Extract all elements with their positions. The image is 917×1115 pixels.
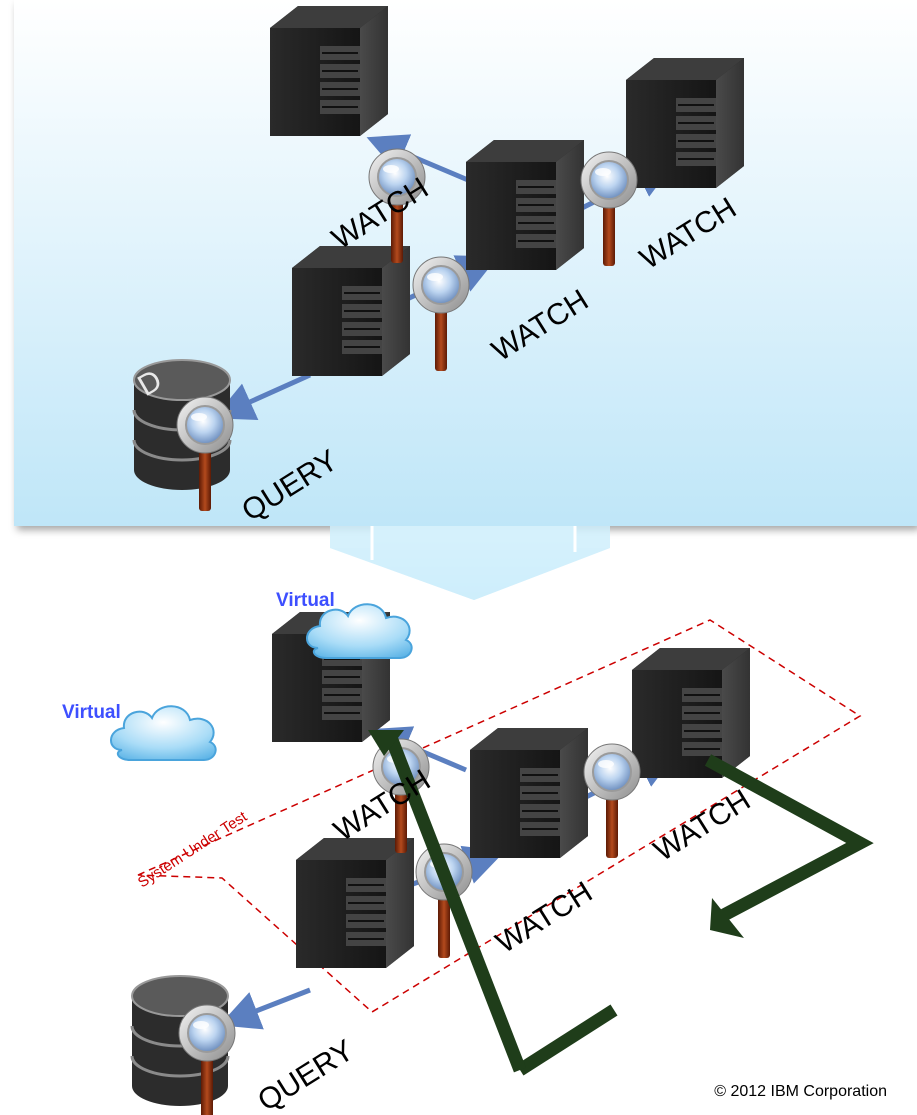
top-panel: D WATCH WATCH WATCH QUERY <box>14 0 917 528</box>
green-arrow <box>385 737 527 1073</box>
server-icon <box>291 245 411 377</box>
green-arrow-head <box>710 898 744 938</box>
system-under-test-boundary <box>137 619 862 1013</box>
bottom-panel: Virtual Virtual System Under Test WATCH … <box>62 590 874 1115</box>
watch-label: WATCH <box>490 875 598 959</box>
green-arrow <box>704 754 874 921</box>
cloud-icon <box>109 705 217 761</box>
green-arrow <box>516 1004 618 1076</box>
system-under-test-label: System Under Test <box>135 808 251 892</box>
server-icon <box>295 837 415 969</box>
watch-label: WATCH <box>648 783 756 867</box>
virtual-label-db: Virtual <box>62 702 121 723</box>
virtual-label-server: Virtual <box>276 590 335 611</box>
transition-arrow-body <box>330 526 610 600</box>
server-icon <box>469 727 589 859</box>
green-arrow-head <box>368 730 404 756</box>
copyright: © 2012 IBM Corporation <box>714 1083 887 1100</box>
server-icon <box>465 139 585 271</box>
server-icon <box>625 57 745 189</box>
query-arrow <box>213 372 312 421</box>
query-arrow <box>219 987 311 1030</box>
query-label: QUERY <box>252 1034 360 1115</box>
magnifier-icon <box>583 743 641 859</box>
server-icon <box>631 647 751 779</box>
server-icon <box>269 5 389 137</box>
